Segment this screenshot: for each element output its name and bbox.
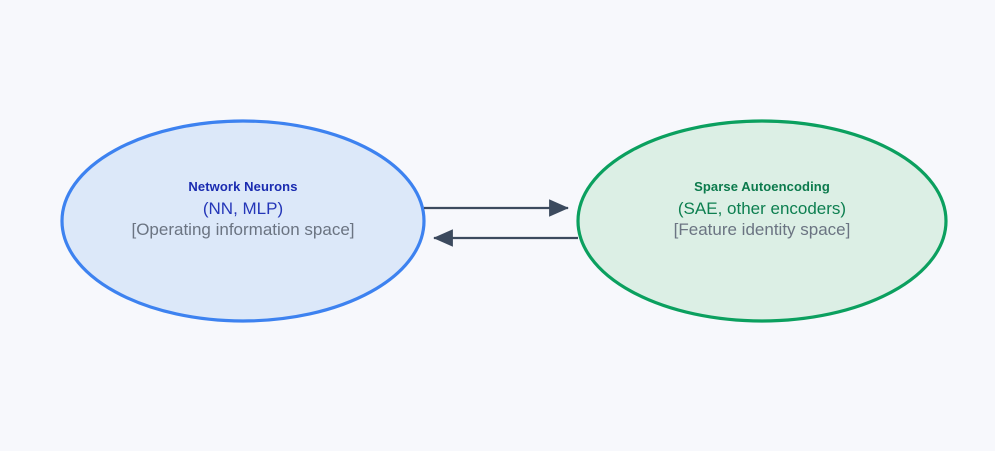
node-sparse-autoencoding[interactable] [576, 119, 948, 323]
node-network-neurons[interactable] [60, 119, 426, 323]
